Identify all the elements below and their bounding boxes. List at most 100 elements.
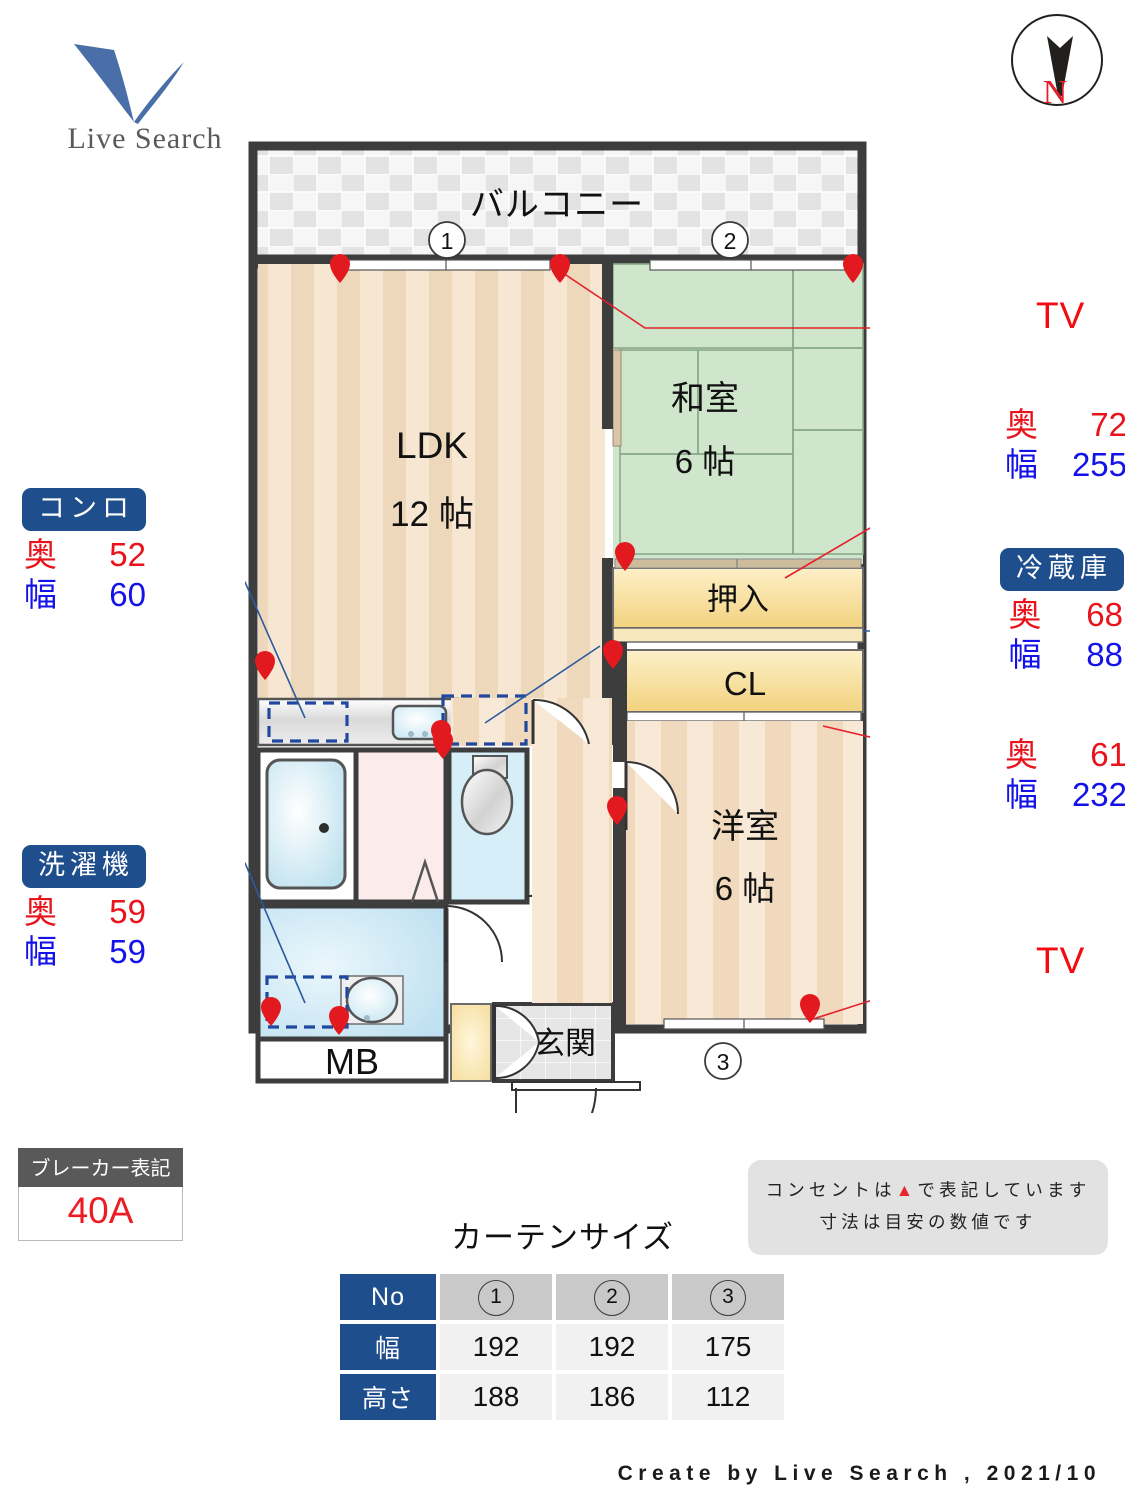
room-genkan: 玄関 — [450, 1002, 615, 1083]
breaker-value: 40A — [18, 1187, 183, 1241]
tv-outlet-label-1: TV — [1036, 295, 1086, 336]
depth-value: 59 — [109, 893, 146, 931]
callout-sentakuki-dims: 奥 59 幅 59 — [24, 892, 146, 973]
width-label: 幅 — [1005, 446, 1038, 484]
svg-text:2: 2 — [724, 228, 737, 254]
depth-value: 61 — [1090, 736, 1125, 773]
legend-note: コンセントは▲で表記しています 寸法は目安の数値です — [748, 1160, 1108, 1255]
table-cell-width-2: 192 — [556, 1324, 668, 1370]
svg-text:6 帖: 6 帖 — [715, 870, 776, 907]
depth-value: 72 — [1090, 406, 1125, 443]
callout-sentakuki-badge: 洗濯機 — [22, 845, 146, 889]
window-number-marker: 1 2 3 — [428, 221, 749, 1080]
table-cell-height-3: 112 — [672, 1374, 784, 1420]
svg-text:12 帖: 12 帖 — [390, 495, 474, 534]
callout-reizouko-dims: 奥 68 幅 88 — [1000, 595, 1124, 676]
table-cell-no-2: 2 — [556, 1274, 668, 1320]
svg-text:LDK: LDK — [396, 425, 468, 466]
window-number-2: 2 — [594, 1279, 630, 1316]
legend-note-line1: コンセントは▲で表記しています — [748, 1174, 1108, 1206]
callout-oshiire-dims: 奥 72 幅 255 — [1005, 405, 1125, 486]
breaker-title: ブレーカー表記 — [18, 1148, 183, 1187]
row-header-no: No — [340, 1274, 436, 1320]
width-label: 幅 — [1005, 776, 1038, 814]
bathroom — [255, 747, 359, 905]
note-line1-pre: コンセントは — [765, 1180, 896, 1200]
svg-text:バルコニー: バルコニー — [470, 186, 644, 224]
closet-oshiire: 押入 — [612, 558, 864, 643]
table-row-height: 高さ 188 186 112 — [340, 1374, 784, 1420]
width-label: 幅 — [1008, 636, 1042, 674]
width-value: 59 — [109, 933, 146, 971]
room-balcony: バルコニー — [248, 141, 867, 269]
table-cell-no-1: 1 — [440, 1274, 552, 1320]
depth-label: 奥 — [24, 893, 57, 931]
table-cell-no-3: 3 — [672, 1274, 784, 1320]
room-washitsu: 和室 6 帖 — [612, 263, 864, 564]
table-cell-width-3: 175 — [672, 1324, 784, 1370]
compass-ring — [1011, 14, 1103, 106]
meter-box-mb: MB — [255, 1036, 449, 1084]
curtain-size-title: カーテンサイズ — [450, 1220, 675, 1255]
window-number-1: 1 — [478, 1279, 514, 1316]
table-row-no: No 1 2 3 — [340, 1274, 784, 1320]
callout-reizouko-badge: 冷蔵庫 — [1000, 548, 1124, 592]
svg-text:和室: 和室 — [671, 380, 739, 418]
table-cell-height-1: 188 — [440, 1374, 552, 1420]
brand-logo: Live Search — [30, 40, 260, 165]
brand-name: Live Search — [67, 122, 223, 155]
outlet-triangle-icon: ▲ — [895, 1180, 918, 1200]
compass-north-label: N — [1042, 74, 1068, 111]
depth-label: 奥 — [1005, 736, 1038, 773]
svg-text:MB: MB — [325, 1041, 379, 1082]
svg-text:1: 1 — [441, 228, 454, 254]
leader-line-blue — [245, 581, 601, 1004]
width-value: 232 — [1071, 776, 1125, 814]
entrance-door — [511, 1081, 641, 1113]
washroom — [353, 747, 449, 905]
svg-text:6 帖: 6 帖 — [675, 443, 736, 480]
svg-text:洋室: 洋室 — [711, 808, 779, 846]
depth-value: 52 — [109, 536, 146, 574]
curtain-size-table: No 1 2 3 幅 192 192 175 高さ 188 186 112 — [336, 1270, 788, 1424]
note-line1-post: で表記しています — [917, 1180, 1091, 1200]
floor-plan: バルコニー LDK 12 帖 和室 6 帖 押入 — [245, 138, 870, 1113]
depth-value: 68 — [1086, 596, 1123, 634]
width-value: 60 — [109, 576, 146, 614]
kitchen-counter — [256, 697, 460, 747]
depth-label: 奥 — [1005, 406, 1038, 443]
leader-line-red — [559, 270, 870, 1021]
svg-text:3: 3 — [717, 1049, 730, 1075]
tv-outlet-label-2: TV — [1036, 940, 1086, 981]
callout-reizouko: 冷蔵庫 奥 68 幅 88 — [1000, 548, 1124, 676]
callout-cl-dims: 奥 61 幅 232 — [1005, 735, 1125, 816]
footer-credit: Create by Live Search , 2021/10 — [617, 1462, 1101, 1485]
compass-north-icon: N — [1011, 14, 1103, 119]
svg-text:玄関: 玄関 — [534, 1026, 596, 1061]
table-row-width: 幅 192 192 175 — [340, 1324, 784, 1370]
callout-konro: コンロ 奥 52 幅 60 — [10, 488, 146, 616]
depth-label: 奥 — [1008, 596, 1042, 634]
width-label: 幅 — [24, 576, 57, 614]
callout-konro-badge: コンロ — [22, 488, 146, 532]
width-value: 255 — [1071, 446, 1125, 484]
room-ldk: LDK 12 帖 — [258, 264, 605, 745]
svg-text:押入: 押入 — [707, 582, 769, 617]
window-number-3: 3 — [710, 1279, 746, 1316]
svg-text:CL: CL — [724, 665, 766, 702]
breaker-box: ブレーカー表記 40A — [18, 1148, 183, 1241]
compass-needle-icon — [1047, 36, 1073, 103]
table-cell-height-2: 186 — [556, 1374, 668, 1420]
legend-note-line2: 寸法は目安の数値です — [819, 1212, 1037, 1233]
callout-konro-dims: 奥 52 幅 60 — [24, 535, 146, 616]
callout-sentakuki: 洗濯機 奥 59 幅 59 — [10, 845, 146, 973]
row-header-height: 高さ — [340, 1374, 436, 1420]
depth-label: 奥 — [24, 536, 57, 574]
outlet-marker — [255, 254, 863, 1035]
width-value: 88 — [1086, 636, 1123, 674]
laundry-area — [255, 903, 503, 1042]
check-v-mark-icon — [68, 40, 208, 130]
room-yoshitsu: 洋室 6 帖 — [625, 721, 863, 1024]
table-cell-width-1: 192 — [440, 1324, 552, 1370]
width-label: 幅 — [24, 933, 57, 971]
